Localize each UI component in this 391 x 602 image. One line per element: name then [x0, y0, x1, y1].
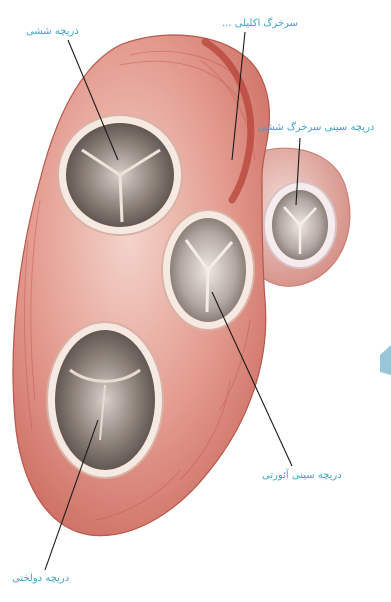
side-fragment — [380, 345, 391, 375]
label-mitral-valve: دریچه دولختی — [12, 573, 69, 585]
right-small-valve — [264, 182, 336, 268]
label-aortic-valve: دریچه سینی آئورتی — [262, 470, 342, 482]
pulmonary-valve — [58, 115, 182, 235]
label-pulmonary-valve: دریچه ششی — [26, 26, 79, 38]
label-right-coronary-valve: دریچه سینی سرخرگ ششی — [258, 122, 374, 134]
mitral-valve — [47, 322, 163, 478]
label-coronary-artery: سرخرگ اکلیلی ... — [222, 18, 298, 30]
aortic-valve — [162, 210, 254, 330]
